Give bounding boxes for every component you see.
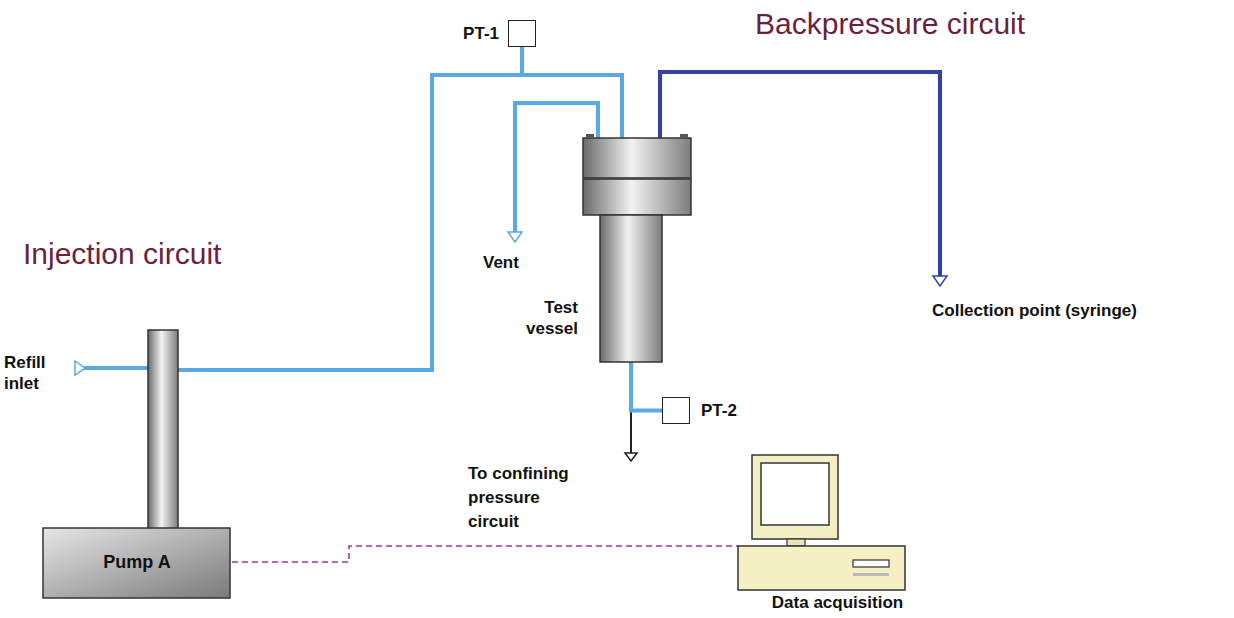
part-label: Collection point (syringe)	[932, 300, 1137, 321]
node-label: PT-1	[463, 23, 499, 44]
node-label: Data acquisition	[735, 592, 940, 613]
confining-arrow	[625, 453, 637, 461]
part-label: Vent	[483, 252, 519, 273]
test-vessel: Test vessel	[582, 137, 692, 363]
injection-line	[631, 362, 662, 411]
node-drawing	[582, 137, 692, 363]
pressure-transducer: PT-1	[508, 20, 536, 47]
node-label: Pump A	[42, 552, 232, 573]
connector-line	[631, 362, 662, 411]
node-label: PT-2	[701, 400, 737, 421]
injection-line	[522, 47, 622, 138]
part-label: To confining pressure circuit	[468, 462, 580, 534]
backpressure-line	[660, 72, 940, 276]
node-label: Test vessel	[518, 297, 578, 339]
collection-arrow	[933, 276, 947, 286]
computer: Data acquisition	[735, 452, 940, 616]
connector-line	[232, 546, 738, 562]
node-drawing	[735, 452, 940, 616]
pump-unit: Pump A	[42, 330, 232, 600]
confining-line	[630, 411, 632, 453]
circuit-heading: Injection circuit	[23, 236, 221, 272]
vent-arrow	[508, 232, 522, 242]
part-label: Refill inlet	[4, 352, 74, 394]
injection-line	[178, 75, 622, 370]
pressure-transducer: PT-2	[662, 397, 690, 424]
circuit-heading: Backpressure circuit	[755, 6, 1025, 42]
connector-line	[522, 47, 622, 138]
inlet-arrow	[75, 361, 85, 375]
connector-line	[178, 75, 622, 370]
data-cable	[232, 546, 738, 562]
refill-line	[84, 366, 150, 370]
